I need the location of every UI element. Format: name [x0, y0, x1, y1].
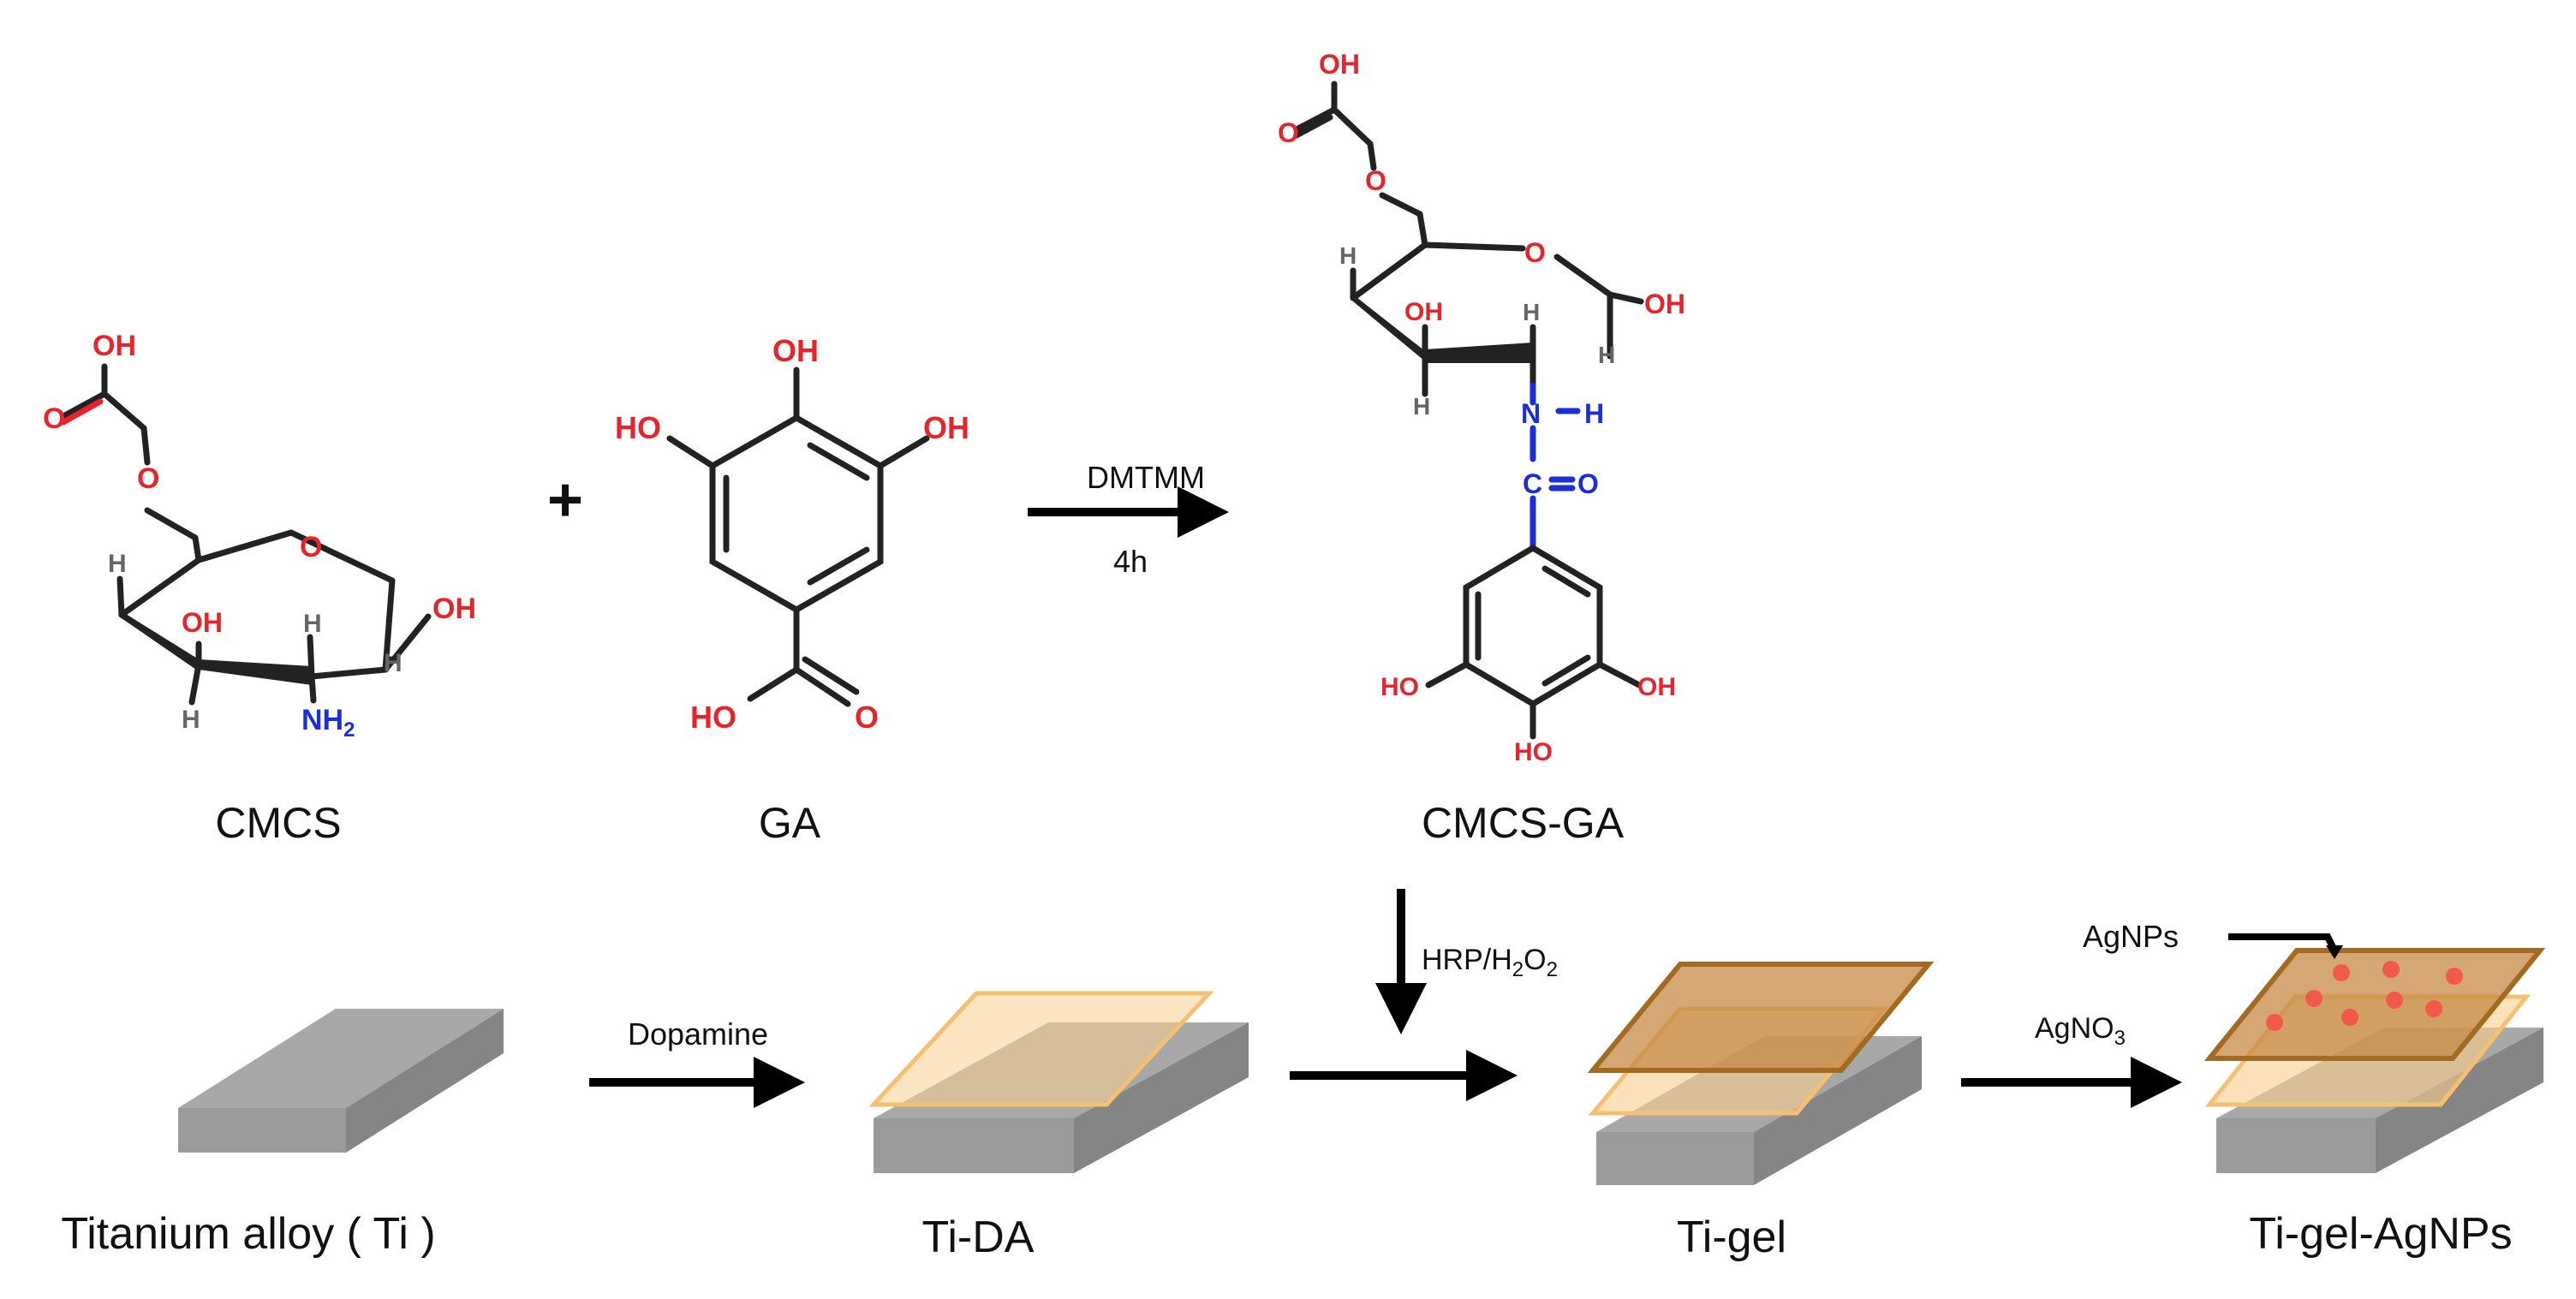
agnps-label: AgNPs — [2083, 919, 2179, 954]
cmcs-ga-label: CMCS-GA — [1422, 799, 1625, 847]
agnp-dot — [2386, 992, 2403, 1009]
cmcs-o-carbonyl: O — [43, 402, 65, 435]
cmcs-ga-ho-left: HO — [1380, 673, 1419, 701]
reagent-label: DMTMM — [1087, 460, 1205, 495]
ti-gel-label: Ti-gel — [1677, 1213, 1786, 1262]
cmcs-ga-oh-anomeric: OH — [1644, 289, 1685, 319]
silver-nanoparticles — [2266, 961, 2463, 1031]
ga-oh-top: OH — [772, 333, 819, 368]
agnp-dot — [2305, 990, 2323, 1007]
crosslink-label: HRP/H2O2 — [1422, 944, 1558, 981]
cmcs-h4: H — [384, 649, 402, 677]
cmcs-ga-n: N — [1521, 398, 1541, 429]
cmcs-ga-c-amide: C — [1523, 468, 1542, 499]
cmcs-ga-h4: H — [1598, 342, 1615, 368]
time-label: 4h — [1113, 544, 1148, 579]
agnp-dot — [2341, 1009, 2358, 1026]
cmcs-wedge-bond — [199, 659, 312, 685]
ga-ho-left: HO — [615, 410, 661, 445]
ti-gel-agnps-label: Ti-gel-AgNPs — [2249, 1209, 2512, 1259]
cmcs-ga-o-ether: O — [1365, 165, 1386, 196]
agnp-dot — [2266, 1014, 2283, 1031]
cmcs-h2: H — [182, 706, 200, 734]
cmcs-nh2: NH2 — [301, 704, 355, 742]
cmcs-h3: H — [303, 610, 322, 638]
cmcs-ga-wedge-bond — [1425, 343, 1533, 363]
cmcs-ga-atoms: OH O O O OH OH H H H H N H C O HO OH HO — [1278, 49, 1685, 766]
cmcs-ga-h2: H — [1413, 393, 1430, 420]
cmcs-h1: H — [108, 550, 127, 578]
ti-substrate — [178, 1009, 504, 1153]
ga-atoms: OH HO OH HO O — [615, 333, 969, 735]
plus-sign: + — [547, 466, 583, 534]
agnp-dot — [2425, 1000, 2442, 1017]
ti-label: Titanium alloy ( Ti ) — [61, 1209, 435, 1259]
cmcs-ga-oh-right: OH — [1637, 673, 1676, 701]
ga-o-carbonyl: O — [855, 700, 879, 735]
cmcs-wedge-bond-left — [122, 611, 199, 671]
agnp-dot — [2446, 968, 2463, 985]
cmcs-atoms: OH O O O OH OH NH2 H H H H — [43, 330, 476, 742]
cmcs-ga-structure — [1293, 80, 1644, 740]
cmcs-oh-anomeric: OH — [432, 593, 476, 625]
dopamine-label: Dopamine — [628, 1016, 768, 1052]
ga-oh-right: OH — [923, 410, 969, 445]
ti-gel-hydrogel-layer — [1587, 962, 1935, 1073]
cmcs-ga-o-carbonyl: O — [1278, 117, 1299, 148]
agnps-callout-arrowhead — [2326, 945, 2343, 959]
ti-da-layer — [868, 991, 1214, 1107]
cmcs-o-ring: O — [300, 531, 322, 563]
cmcs-oh-acid: OH — [92, 330, 136, 362]
cmcs-oh-ring: OH — [182, 607, 223, 638]
agnp-dot — [2382, 961, 2400, 978]
cmcs-structure — [60, 363, 432, 706]
cmcs-ga-ho-bottom: HO — [1514, 738, 1553, 766]
ga-ho-acid: HO — [690, 700, 736, 735]
ga-label: GA — [759, 799, 821, 847]
cmcs-ga-o-amide: O — [1577, 468, 1599, 499]
cmcs-o-ether: O — [137, 462, 159, 495]
cmcs-label: CMCS — [215, 799, 341, 847]
cmcs-ga-nh-h: H — [1584, 398, 1604, 429]
agnp-dot — [2333, 964, 2350, 981]
ti-da-label: Ti-DA — [922, 1213, 1035, 1262]
ga-structure — [666, 366, 930, 707]
cmcs-ga-oh-acid: OH — [1319, 49, 1360, 80]
cmcs-ga-wedge-left — [1353, 295, 1425, 361]
cmcs-ga-h3: H — [1523, 299, 1540, 325]
agno3-label: AgNO3 — [2035, 1012, 2126, 1050]
cmcs-ga-h1: H — [1339, 242, 1357, 269]
cmcs-ga-oh-ring: OH — [1404, 298, 1443, 326]
cmcs-ga-o-ring: O — [1524, 237, 1546, 268]
